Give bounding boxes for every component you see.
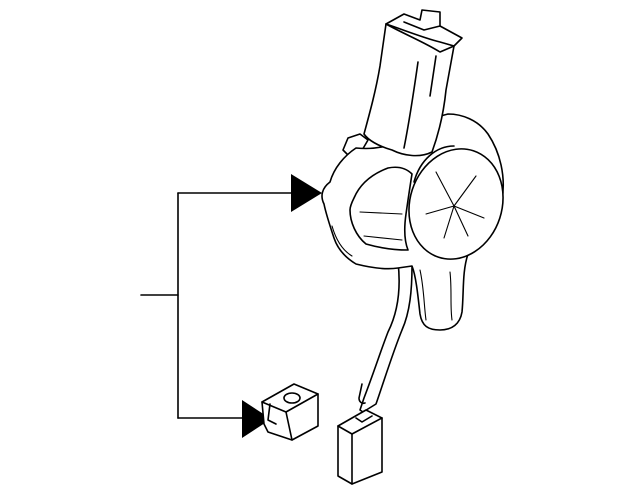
arrowhead-motor-pointer: [291, 174, 322, 212]
housing-lower-rib: [419, 269, 427, 321]
arrowhead-clip-pointer: [242, 400, 271, 438]
motor-end-cap-ridge: [403, 21, 441, 31]
gear-spoke-4: [453, 205, 485, 219]
nut-clip-body: [261, 383, 319, 441]
gear-spoke-2: [453, 175, 477, 207]
motor-cylinder: [363, 23, 455, 157]
window-regulator-motor-assembly: [321, 9, 505, 485]
housing-rib-2: [363, 235, 403, 241]
connector-body: [337, 409, 383, 485]
gear-spoke-3: [425, 205, 455, 215]
motor-cylinder-top-face: [385, 23, 455, 53]
housing-lower-edge: [331, 225, 353, 257]
motor-cylinder-edge-line: [403, 61, 419, 149]
nut-clip-side-edge: [285, 411, 293, 441]
motor-bracket-arm: [359, 261, 413, 413]
nut-clip-flange: [267, 403, 277, 425]
gear-cover-rim: [413, 145, 455, 183]
motor-end-cap: [385, 9, 463, 47]
housing-lower-rib-2: [449, 271, 453, 321]
gear-cover-spokes: [425, 171, 485, 239]
nut-clip: [261, 383, 319, 441]
housing-inner-recess: [349, 166, 413, 251]
nut-clip-hole: [283, 392, 301, 404]
gear-spoke-6: [453, 205, 469, 237]
connector-latch: [355, 415, 373, 423]
housing-rib-1: [359, 211, 403, 215]
gear-spoke-5: [443, 205, 455, 239]
motor-bracket-arm-edge: [358, 383, 366, 405]
callout-leader-bracket: [140, 174, 322, 438]
gear-spoke-1: [435, 171, 455, 207]
motor-cylinder-seam: [429, 55, 437, 97]
